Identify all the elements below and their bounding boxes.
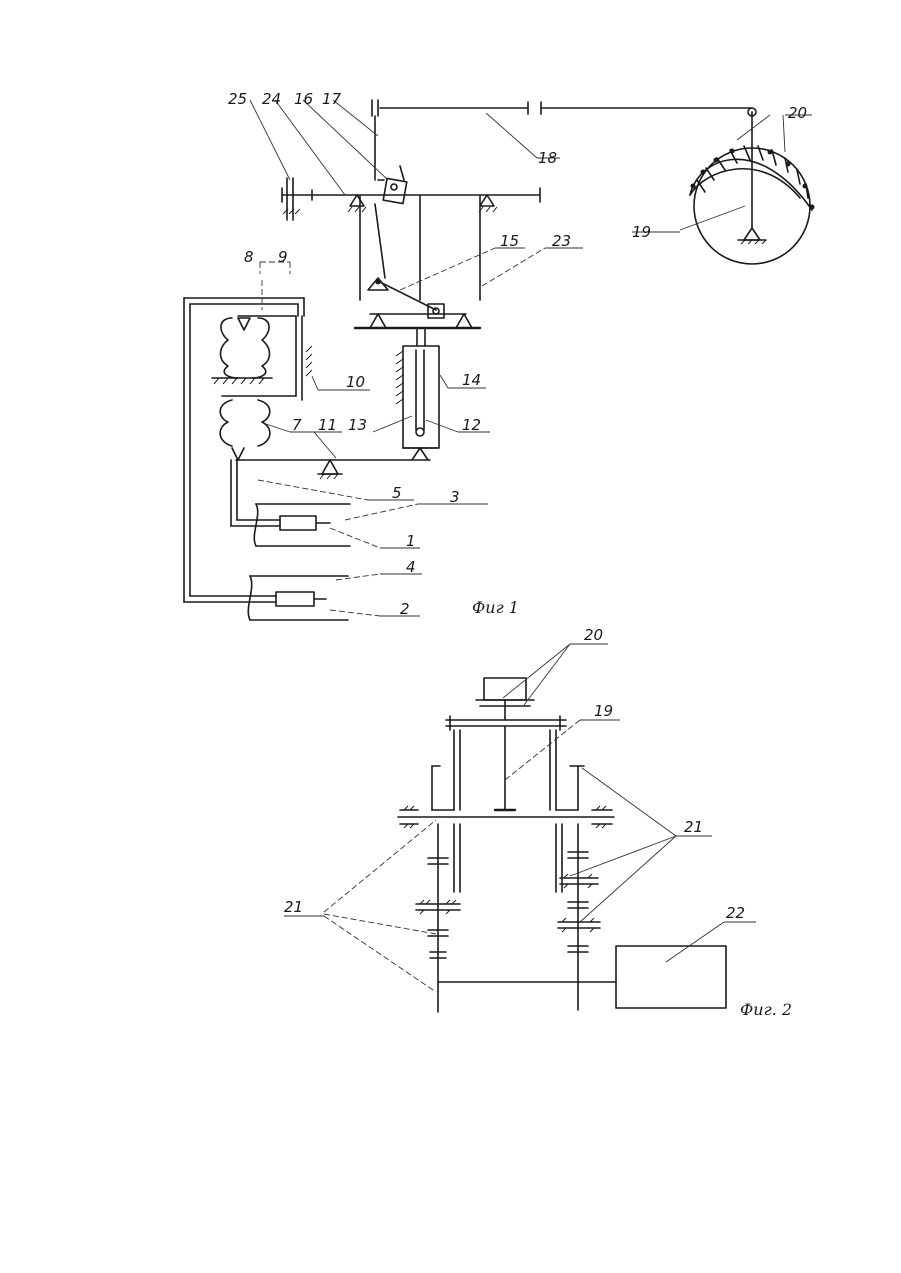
label-17: 17 xyxy=(322,90,342,108)
label-4: 4 xyxy=(406,558,416,576)
motor-22 xyxy=(616,946,726,1008)
buckets-20-section xyxy=(476,678,534,720)
labels-fig1: 25 24 16 17 18 20 19 15 23 8 9 10 14 7 1… xyxy=(228,90,807,618)
label-16: 16 xyxy=(294,90,313,108)
label-3: 3 xyxy=(450,488,460,506)
label-15: 15 xyxy=(500,232,519,250)
slider-16 xyxy=(378,166,407,204)
label-24: 24 xyxy=(262,90,281,108)
lever-15 xyxy=(355,282,480,328)
label-20: 20 xyxy=(788,104,807,122)
cylinder-14 xyxy=(396,328,439,448)
label-13: 13 xyxy=(348,416,367,434)
label-12: 12 xyxy=(462,416,481,434)
label-19-fig2: 19 xyxy=(594,702,613,720)
drum-19-section xyxy=(432,716,584,810)
lever-11 xyxy=(236,448,430,479)
label-10: 10 xyxy=(346,373,365,391)
label-22: 22 xyxy=(726,904,745,922)
label-14: 14 xyxy=(462,371,481,389)
label-7: 7 xyxy=(292,416,302,434)
label-9: 9 xyxy=(278,248,288,266)
caption-fig1: Фиг 1 xyxy=(472,598,519,617)
label-20-fig2: 20 xyxy=(584,626,603,644)
label-1: 1 xyxy=(406,532,416,550)
frame-23 xyxy=(360,196,480,300)
bellows-7 xyxy=(220,396,296,460)
caption-fig2: Фиг. 2 xyxy=(740,1000,792,1019)
sensor-2 xyxy=(248,576,348,620)
bellows-8 xyxy=(212,316,312,400)
label-23: 23 xyxy=(552,232,571,250)
pipes xyxy=(184,298,304,602)
sensor-1 xyxy=(254,504,350,546)
leaders-fig1 xyxy=(250,100,812,616)
lever-24 xyxy=(282,178,540,220)
label-11: 11 xyxy=(318,416,337,434)
label-18: 18 xyxy=(538,149,557,167)
label-21-left: 21 xyxy=(284,898,303,916)
label-2: 2 xyxy=(400,600,410,618)
label-8: 8 xyxy=(244,248,254,266)
figure-1: 25 24 16 17 18 20 19 15 23 8 9 10 14 7 1… xyxy=(184,90,815,620)
figure-2: 20 19 21 21 22 Фиг. 2 xyxy=(284,626,792,1019)
labels-fig2: 20 19 21 21 22 Фиг. 2 xyxy=(284,626,792,1019)
gear-train-21-left xyxy=(416,824,460,1012)
label-5: 5 xyxy=(392,484,402,502)
label-19: 19 xyxy=(632,223,651,241)
rope-18 xyxy=(372,100,752,116)
label-25: 25 xyxy=(228,90,247,108)
label-21-right: 21 xyxy=(684,818,703,836)
